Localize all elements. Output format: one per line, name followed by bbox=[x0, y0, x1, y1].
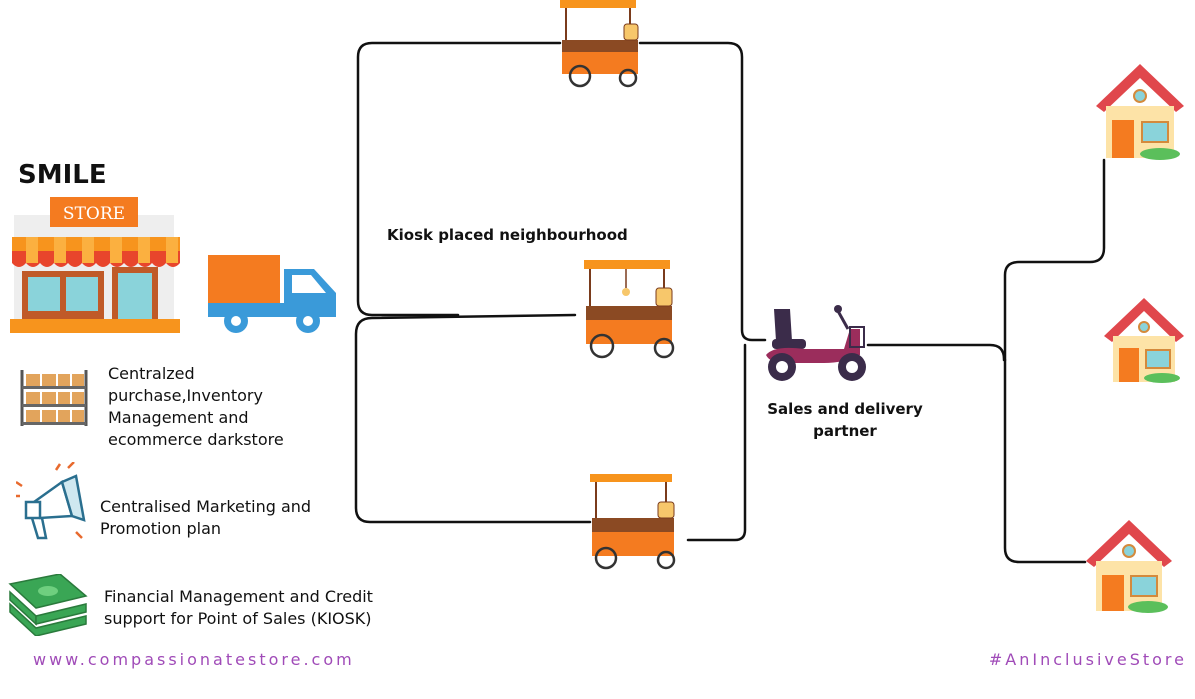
line-scooter-to-hub bbox=[866, 343, 1006, 362]
store-illustration: STORE bbox=[10, 197, 180, 333]
feature-text-purchase: Centralzed purchase,Inventory Management… bbox=[108, 364, 284, 449]
line-kiosk-top-to-scooter bbox=[638, 41, 767, 342]
line-to-kiosk-top bbox=[356, 41, 562, 317]
kiosk-cart-icon bbox=[560, 0, 639, 88]
line-to-house-bottom bbox=[1003, 358, 1087, 564]
footer-hashtag: #AnInclusiveStore bbox=[988, 650, 1187, 669]
feature-text-finance: Financial Management and Credit support … bbox=[104, 587, 373, 628]
warehouse-shelf-icon bbox=[20, 370, 88, 426]
truck-icon bbox=[208, 255, 336, 333]
house-icon bbox=[1104, 298, 1184, 383]
scooter-icon bbox=[766, 305, 866, 381]
megaphone-icon bbox=[16, 462, 86, 540]
kiosk-label: Kiosk placed neighbourhood bbox=[387, 226, 628, 244]
line-to-house-top bbox=[1003, 158, 1106, 362]
delivery-label: Sales and delivery partner bbox=[767, 400, 923, 440]
money-stack-icon bbox=[8, 574, 88, 636]
house-icon bbox=[1096, 64, 1184, 160]
kiosk-cart-icon bbox=[584, 260, 675, 359]
line-kiosk-bottom-to-scooter bbox=[686, 343, 747, 542]
kiosk-cart-icon bbox=[590, 474, 676, 570]
footer-website-link[interactable]: www.compassionatestore.com bbox=[33, 650, 355, 669]
brand-name: SMILE bbox=[18, 160, 107, 190]
store-sign-text: STORE bbox=[63, 204, 125, 224]
feature-text-marketing: Centralised Marketing and Promotion plan bbox=[100, 497, 312, 538]
line-to-kiosk-bottom bbox=[354, 313, 592, 524]
house-icon bbox=[1086, 520, 1172, 613]
